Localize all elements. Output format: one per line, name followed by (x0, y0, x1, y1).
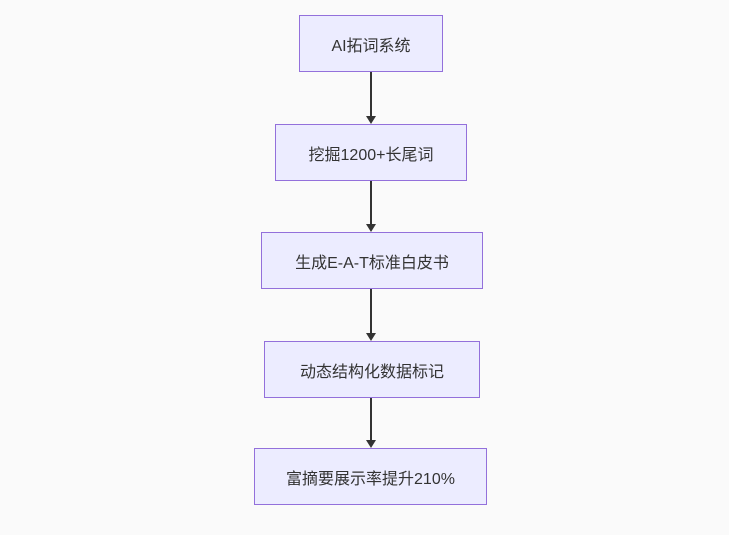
arrow-down-3 (366, 289, 376, 341)
node-dynamic-structured-data-markup: 动态结构化数据标记 (264, 341, 480, 398)
node-generate-eat-whitepaper: 生成E-A-T标准白皮书 (261, 232, 483, 289)
arrow-down-2 (366, 181, 376, 232)
node-mine-longtail-keywords: 挖掘1200+长尾词 (275, 124, 467, 181)
node-label: 挖掘1200+长尾词 (308, 146, 434, 164)
node-rich-snippet-rate-increase: 富摘要展示率提升210% (254, 448, 487, 505)
node-label: AI拓词系统 (331, 37, 411, 55)
node-label: 生成E-A-T标准白皮书 (295, 254, 449, 272)
node-label: 富摘要展示率提升210% (286, 470, 455, 488)
arrow-down-1 (366, 72, 376, 124)
arrow-down-4 (366, 398, 376, 448)
node-label: 动态结构化数据标记 (299, 363, 444, 381)
node-ai-word-expansion-system: AI拓词系统 (299, 15, 443, 72)
